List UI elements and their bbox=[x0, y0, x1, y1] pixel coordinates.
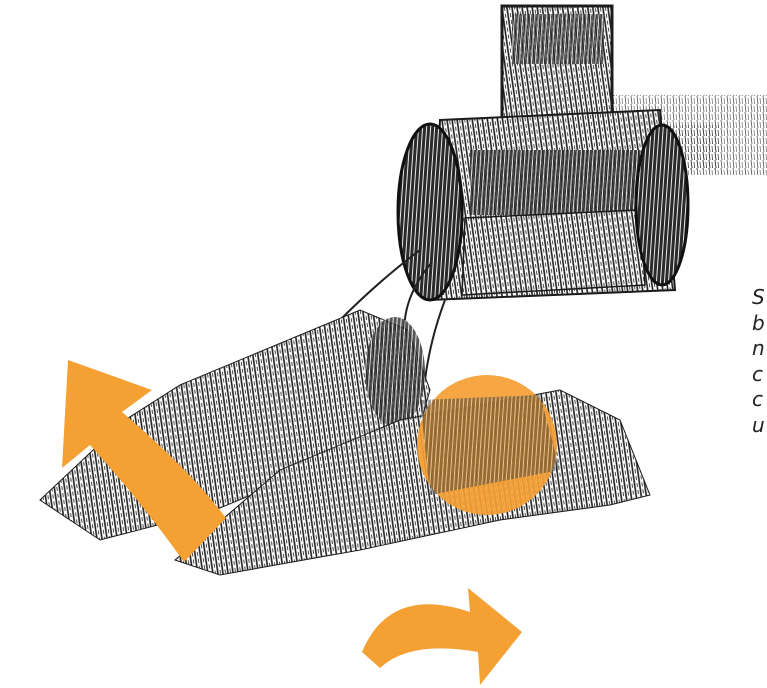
tractor bbox=[398, 6, 688, 300]
caption-line: c bbox=[752, 387, 767, 413]
caption-line: S bbox=[752, 285, 767, 311]
caption-line: n bbox=[752, 336, 767, 362]
arrow-curved-right-icon bbox=[362, 588, 522, 685]
caption-line: c bbox=[752, 362, 767, 388]
left-wheel bbox=[398, 124, 462, 300]
caption-line: u bbox=[752, 413, 767, 439]
caption-line: b bbox=[752, 311, 767, 337]
tractor-blade bbox=[462, 210, 645, 295]
right-wheel bbox=[636, 125, 688, 285]
